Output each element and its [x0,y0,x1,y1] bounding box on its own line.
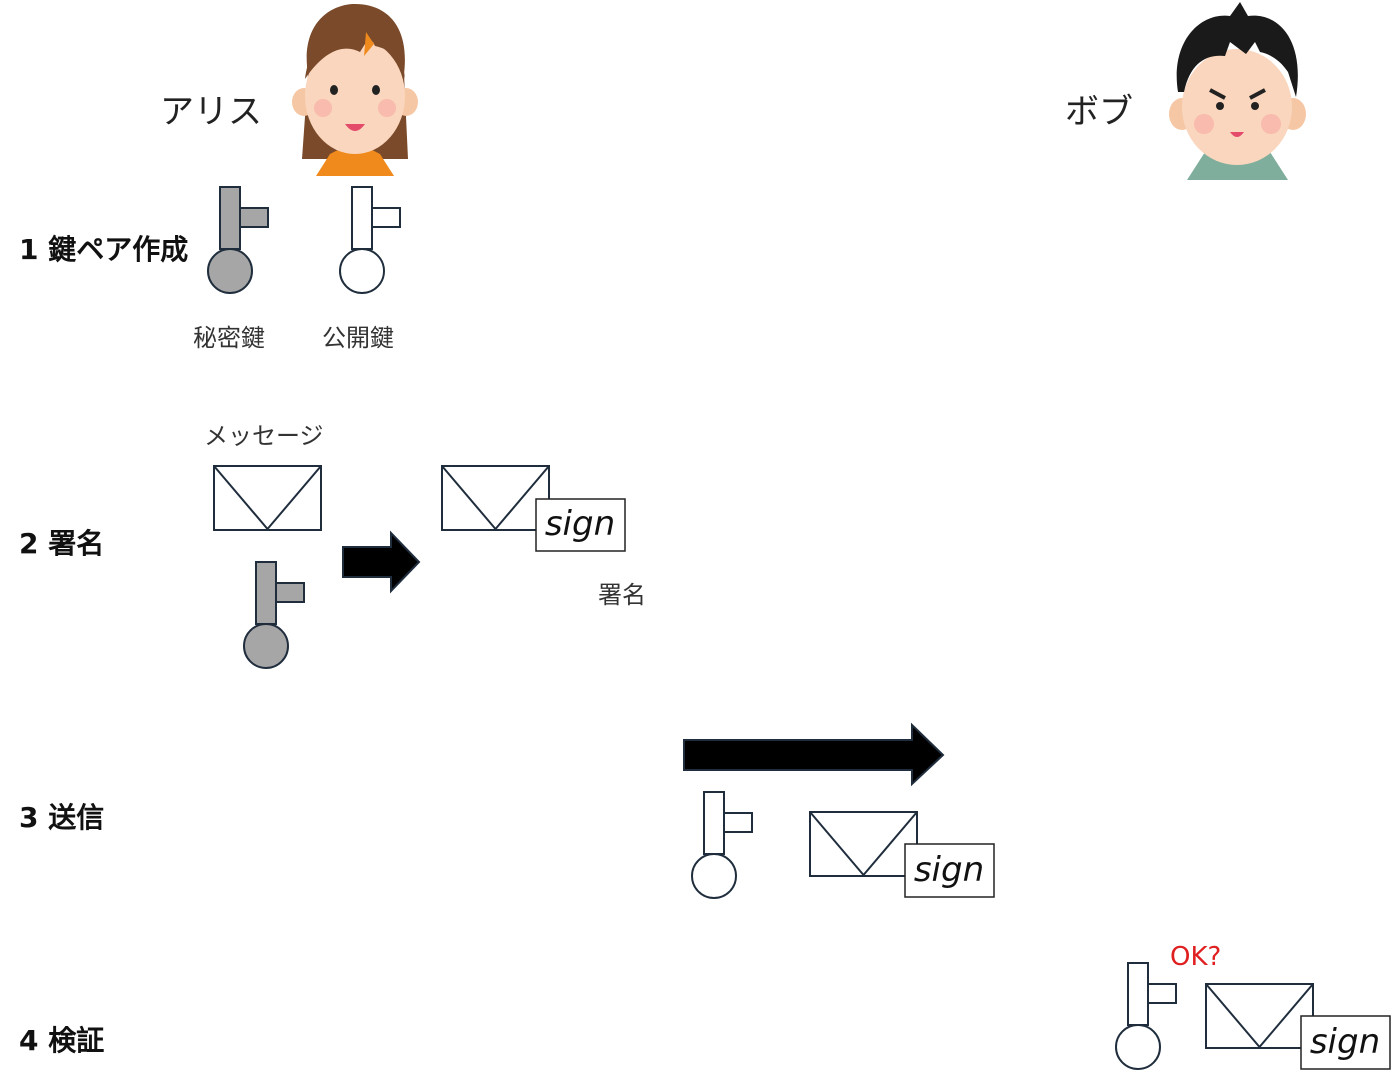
step-4-label: 4 検証 [19,1024,105,1057]
public-key-icon [339,186,401,294]
signature-tag-text: sign [914,850,984,890]
bob-name: ボブ [1065,92,1133,132]
message-envelope-icon [213,465,322,531]
send-arrow-icon [683,722,945,787]
signature-tag-text: sign [1310,1022,1380,1062]
alice-name: アリス [160,92,262,132]
signed-message-icon: sign [1205,983,1391,1070]
step-3-label: 3 送信 [19,801,105,834]
sign-arrow-icon [342,530,421,594]
signature-label: 署名 [598,581,646,609]
signed-message-icon: sign [441,465,626,552]
public-key-icon [691,791,753,899]
signature-tag-text: sign [545,504,615,544]
private-key-icon [207,186,269,294]
alice-avatar [292,4,418,176]
bob-avatar [1169,2,1306,180]
step-2-label: 2 署名 [19,527,105,560]
message-label: メッセージ [204,422,324,450]
private-key-label: 秘密鍵 [193,324,265,352]
public-key-icon [1115,962,1177,1070]
private-key-icon [243,561,305,669]
signed-message-icon: sign [809,811,995,898]
step-1-label: 1 鍵ペア作成 [19,233,189,266]
public-key-label: 公開鍵 [322,324,394,352]
ok-question-label: OK? [1170,942,1222,972]
